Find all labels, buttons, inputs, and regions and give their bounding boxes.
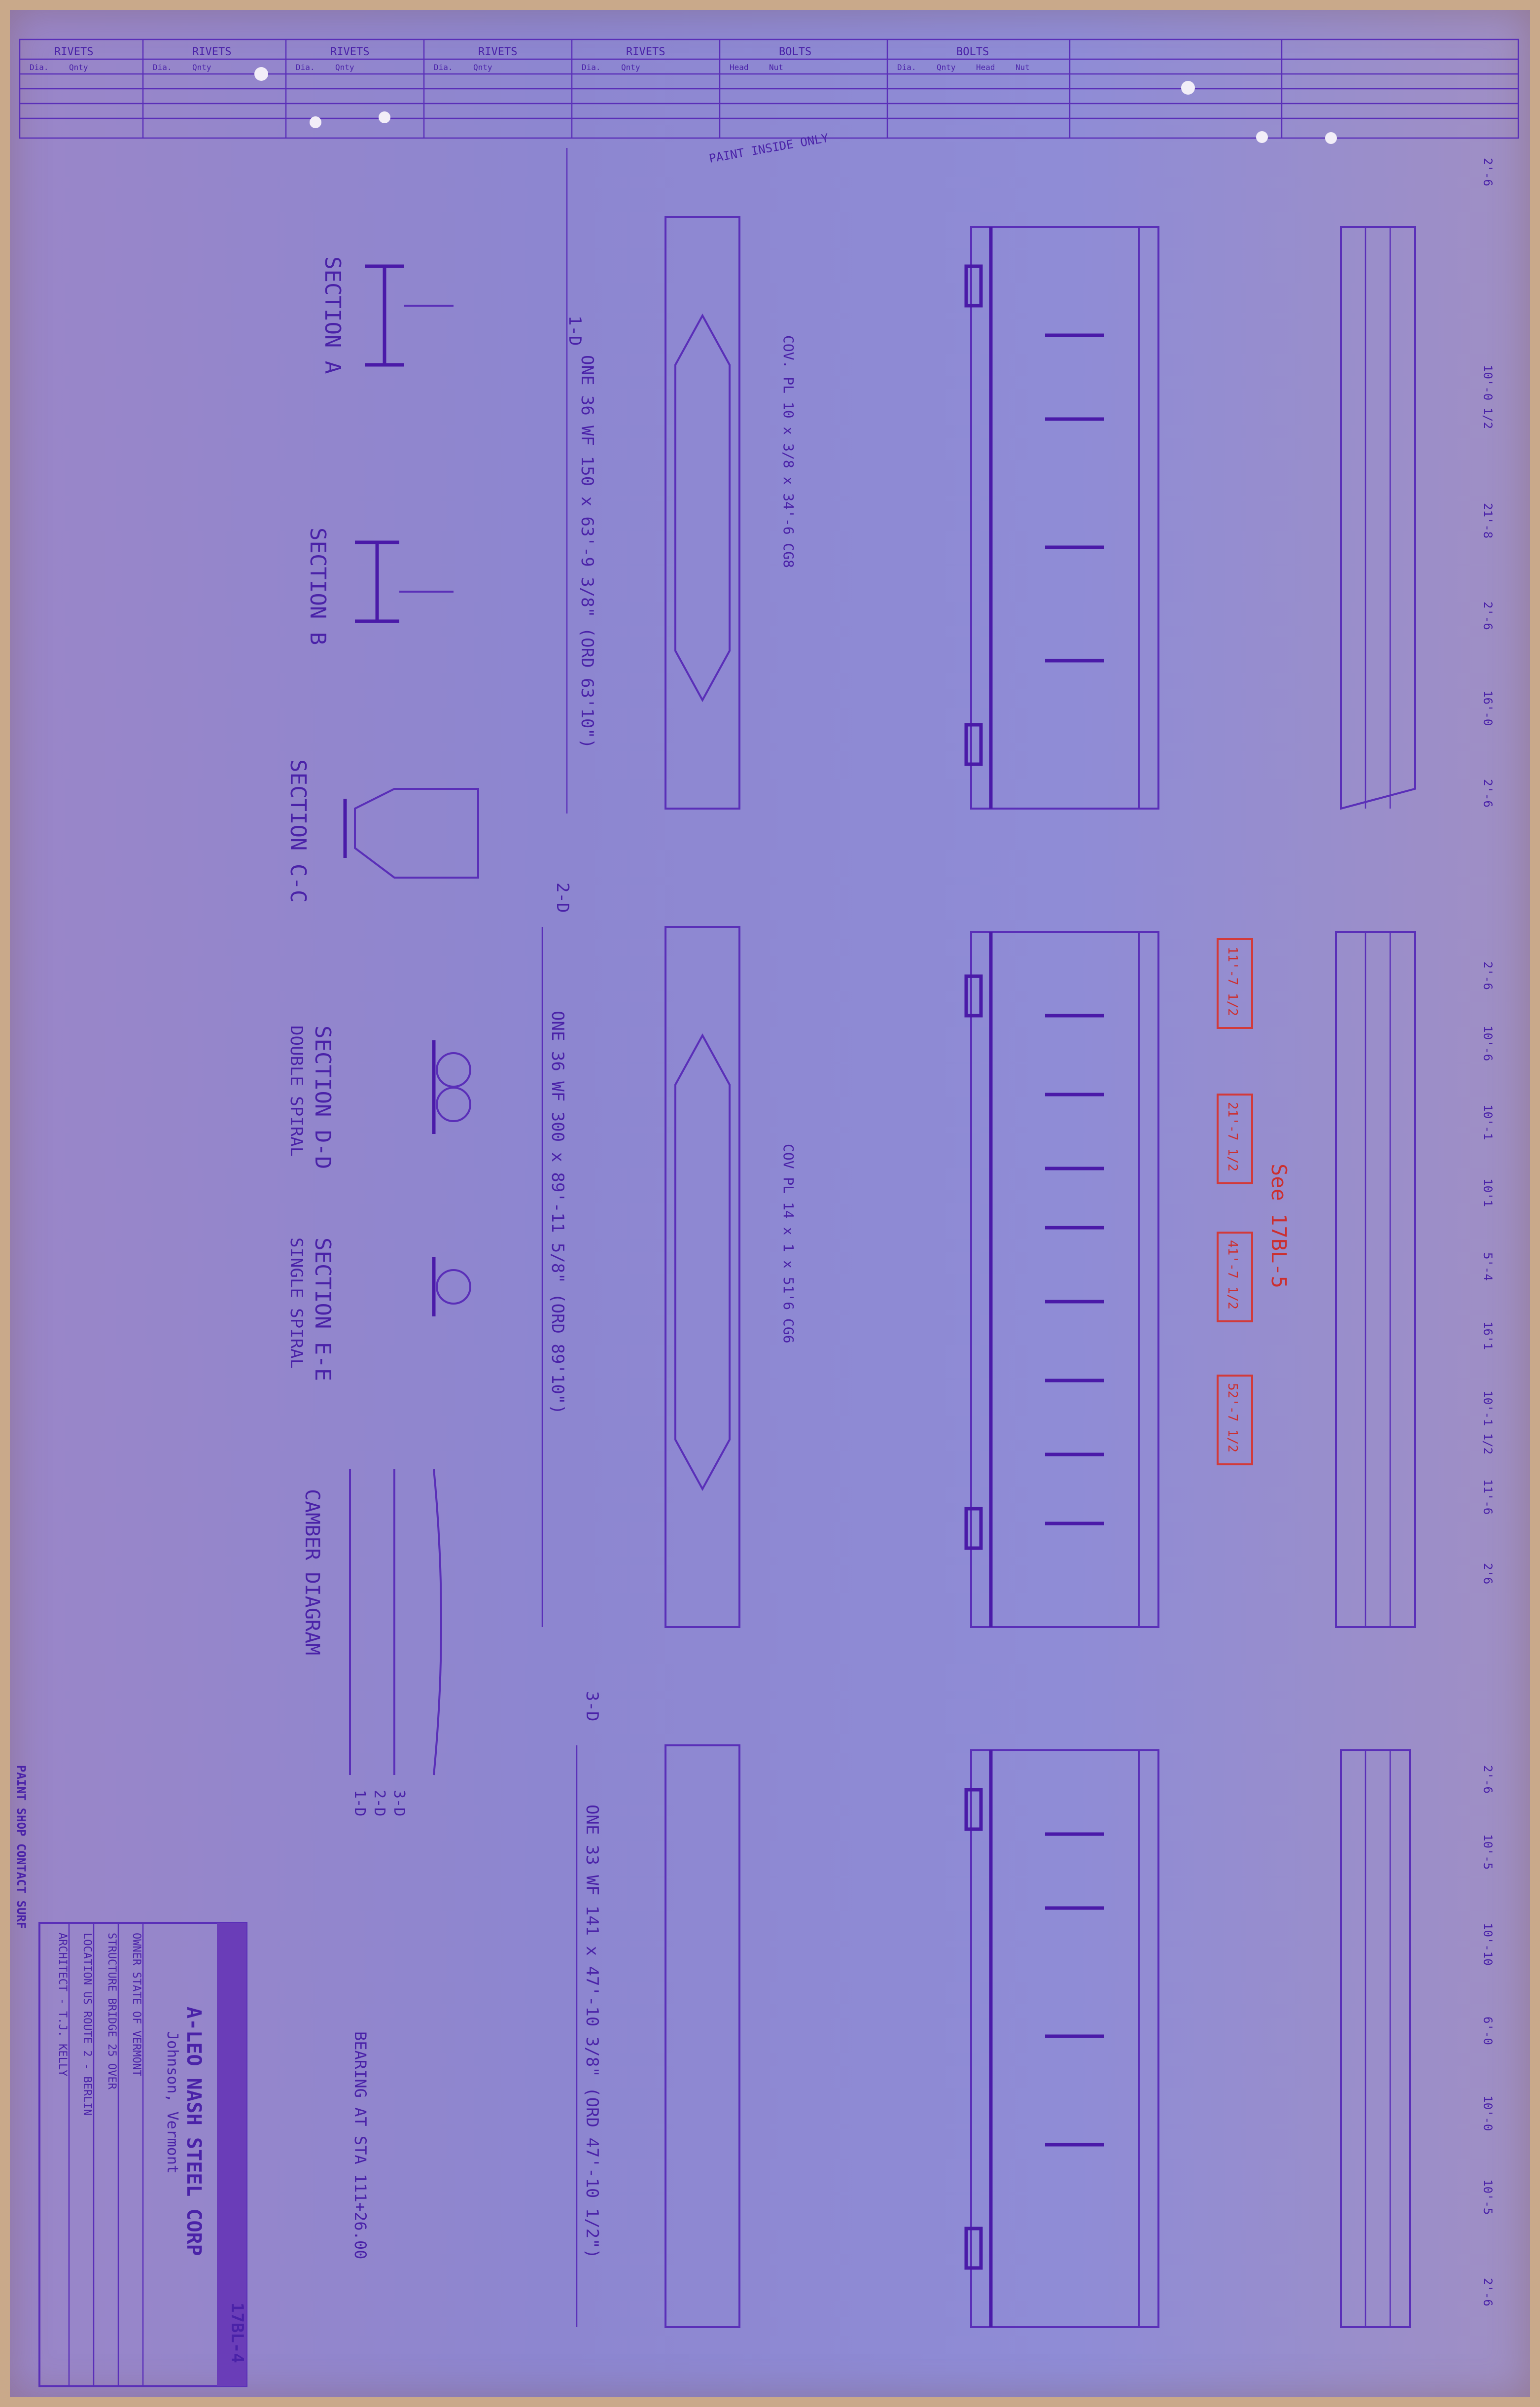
camber-diagram-label: CAMBER DIAGRAM <box>301 1489 323 1655</box>
header-sub-dia-2: Dia. <box>153 63 172 72</box>
structure-line: STRUCTURE BRIDGE 25 OVER <box>105 1933 118 2090</box>
member-1D: 1-D ONE 36 WF 150 x 63'-9 3/8" (ORD 63'1… <box>565 131 1495 814</box>
member-2D-span-7: 10'-1 1/2 <box>1481 1390 1495 1454</box>
title-block: PAINT SHOP CONTACT SURF A-LEO NASH STEEL… <box>14 1765 247 2387</box>
sections: SECTION A SECTION B SECTION C-C SECTION … <box>285 256 479 2259</box>
header-sub-qnty-4: Qnty <box>473 63 492 72</box>
header-table: RIVETS RIVETS RIVETS RIVETS RIVETS BOLTS… <box>19 38 1519 139</box>
owner-line: OWNER STATE OF VERMONT <box>130 1933 142 2076</box>
header-sub-head-2: Head <box>976 63 995 72</box>
header-sub-dia-3: Dia. <box>296 63 315 72</box>
member-2D-span-9: 2'6 <box>1481 1563 1495 1584</box>
location-line: LOCATION US ROUTE 2 - BERLIN <box>81 1933 93 2116</box>
member-3D-span-1: 2'-6 <box>1481 1765 1495 1794</box>
company-location: Johnson, Vermont <box>164 2031 181 2174</box>
camber-mark-1D: 1-D <box>351 1790 368 1816</box>
member-1D-span-5: 16'-0 <box>1481 690 1495 726</box>
member-2D-span-6: 16'1 <box>1481 1321 1495 1350</box>
member-1D-span-3: 21'-8 <box>1481 503 1495 538</box>
header-sub-dia-6: Dia. <box>897 63 916 72</box>
header-bolts-2: BOLTS <box>956 46 989 58</box>
member-2D-span-8: 11'-6 <box>1481 1479 1495 1515</box>
header-sub-qnty-3: Qnty <box>335 63 354 72</box>
member-1D-desc: ONE 36 WF 150 x 63'-9 3/8" (ORD 63'10") <box>577 355 597 748</box>
member-2D-span-5: 5'-4 <box>1481 1252 1495 1281</box>
section-ee-label: SECTION E-E <box>310 1238 335 1381</box>
architect-line: ARCHITECT - T.J. KELLY <box>56 1933 69 2076</box>
see-sheet-note: See 17BL-5 <box>1267 1164 1291 1288</box>
paint-shop-label: PAINT SHOP CONTACT SURF <box>14 1765 28 1929</box>
member-3D-span-4: 6'-0 <box>1481 2017 1495 2045</box>
header-rivets-5: RIVETS <box>626 46 665 58</box>
header-sub-qnty-2: Qnty <box>192 63 211 72</box>
header-sub-nut-1: Nut <box>769 63 783 72</box>
member-3D-span-3: 10'-10 <box>1481 1923 1495 1966</box>
header-sub-dia-4: Dia. <box>434 63 453 72</box>
section-cc-label: SECTION C-C <box>285 759 311 903</box>
header-rivets-1: RIVETS <box>54 46 93 58</box>
header-sub-qnty-1: Qnty <box>69 63 88 72</box>
member-3D-span-5: 10'-0 <box>1481 2095 1495 2131</box>
member-3D-desc: ONE 33 WF 141 x 47'-10 3/8" (ORD 47'-10 … <box>582 1805 602 2259</box>
section-dd-sub: DOUBLE SPIRAL <box>286 1026 306 1157</box>
member-1D-span-4: 2'-6 <box>1481 602 1495 630</box>
drawing-canvas: RIVETS RIVETS RIVETS RIVETS RIVETS BOLTS… <box>14 38 1519 2387</box>
member-1D-span-1: 2'-6 <box>1481 158 1495 186</box>
member-3D-mark: 3-D <box>582 1691 602 1721</box>
section-ee-sub: SINGLE SPIRAL <box>286 1238 306 1369</box>
member-2D-span-2: 10'-6 <box>1481 1026 1495 1061</box>
header-sub-head-1: Head <box>730 63 749 72</box>
header-rivets-2: RIVETS <box>192 46 231 58</box>
member-1D-paint-note: PAINT INSIDE ONLY <box>708 131 830 166</box>
member-2D-span-3: 10'-1 <box>1481 1104 1495 1140</box>
camber-mark-2D: 2-D <box>371 1790 388 1816</box>
member-2D-mark: 2-D <box>553 883 572 913</box>
red-mark-1: 11'-7 1/2 <box>1225 947 1240 1016</box>
section-dd-label: SECTION D-D <box>310 1026 335 1169</box>
member-2D-desc: ONE 36 WF 300 x 89'-11 5/8" (ORD 89'10") <box>548 1011 567 1415</box>
member-2D-span-4: 10'1 <box>1481 1178 1495 1207</box>
drawing-number: 17BL-4 <box>227 2302 247 2363</box>
header-sub-nut-2: Nut <box>1015 63 1030 72</box>
section-b-label: SECTION B <box>305 528 330 645</box>
header-sub-qnty-5: Qnty <box>621 63 640 72</box>
member-3D-span-7: 2'-6 <box>1481 2278 1495 2306</box>
camber-mark-3D: 3-D <box>390 1790 408 1816</box>
header-bolts-1: BOLTS <box>779 46 811 58</box>
red-mark-2: 21'-7 1/2 <box>1225 1102 1240 1171</box>
member-1D-cover-plate: COV. PL 10 x 3/8 x 34'-6 CG8 <box>780 335 797 568</box>
member-3D-span-6: 10'-5 <box>1481 2179 1495 2215</box>
member-2D-span-1: 2'-6 <box>1481 961 1495 990</box>
header-sub-dia-1: Dia. <box>30 63 49 72</box>
header-rivets-4: RIVETS <box>478 46 517 58</box>
header-sub-dia-5: Dia. <box>582 63 601 72</box>
member-2D: 11'-7 1/2 21'-7 1/2 41'-7 1/2 52'-7 1/2 … <box>541 883 1495 1628</box>
header-rivets-3: RIVETS <box>330 46 369 58</box>
member-1D-mark: 1-D <box>565 316 585 346</box>
drawing-sheet: RIVETS RIVETS RIVETS RIVETS RIVETS BOLTS… <box>10 10 1530 2397</box>
member-2D-cover-plate: COV PL 14 x 1 x 51'6 CG6 <box>780 1144 797 1344</box>
section-a-label: SECTION A <box>320 256 345 374</box>
red-mark-4: 52'-7 1/2 <box>1225 1383 1240 1452</box>
red-mark-3: 41'-7 1/2 <box>1225 1240 1240 1310</box>
punch-holes <box>254 67 1337 144</box>
member-3D-span-2: 10'-5 <box>1481 1834 1495 1870</box>
header-sub-qnty-6: Qnty <box>937 63 956 72</box>
member-3D: 3-D ONE 33 WF 141 x 47'-10 3/8" (ORD 47'… <box>576 1691 1495 2328</box>
member-1D-span-6: 2'-6 <box>1481 779 1495 808</box>
company-name: A-LEO NASH STEEL CORP <box>182 2007 205 2256</box>
member-1D-span-2: 10'-0 1/2 <box>1481 365 1495 429</box>
bearing-note: BEARING AT STA 111+26.00 <box>351 2031 370 2259</box>
